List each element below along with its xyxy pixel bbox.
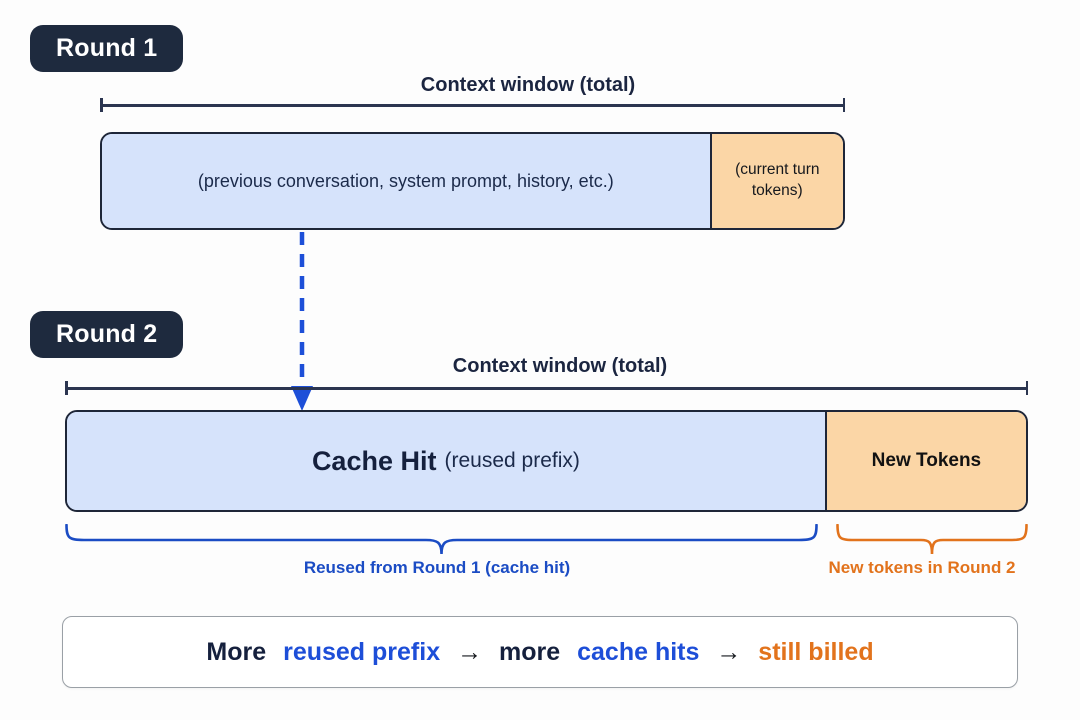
dashed-arrow-icon <box>291 232 313 411</box>
brace-blue-label: Reused from Round 1 (cache hit) <box>303 558 571 577</box>
segment-new-tokens: New Tokens <box>824 412 1026 510</box>
measure-rule <box>65 387 1028 390</box>
context-bar-round2: Cache Hit (reused prefix) New Tokens <box>65 410 1028 512</box>
context-window-label-round2: Context window (total) <box>452 355 668 377</box>
measure-line-round2 <box>65 381 1028 395</box>
summary-still-billed: still billed <box>758 637 874 666</box>
round1-badge: Round 1 <box>30 25 184 72</box>
measure-line-round1 <box>100 98 845 112</box>
cache-hit-subtitle: (reused prefix) <box>444 449 580 472</box>
context-window-label-round1: Context window (total) <box>420 74 636 96</box>
summary-reused-prefix: reused prefix <box>283 637 441 666</box>
brace-orange-label: New tokens in Round 2 <box>828 558 1016 577</box>
right-arrow-icon: → <box>716 637 742 666</box>
summary-text: More reused prefix → more cache hits → s… <box>206 638 873 667</box>
segment-cache-hit: Cache Hit (reused prefix) <box>67 412 825 510</box>
measure-tick-right <box>842 98 845 112</box>
round2-badge: Round 2 <box>30 311 184 358</box>
summary-word-more2: more <box>499 637 561 666</box>
right-arrow-icon: → <box>457 637 483 666</box>
brace-new-tokens-icon <box>836 524 1028 555</box>
summary-cache-hits: cache hits <box>577 637 700 666</box>
context-bar-round1: (previous conversation, system prompt, h… <box>100 132 845 230</box>
summary-box: More reused prefix → more cache hits → s… <box>62 616 1018 688</box>
cache-hit-title: Cache Hit <box>311 445 437 476</box>
summary-word-more: More <box>206 637 267 666</box>
measure-rule <box>100 104 845 107</box>
segment-current-turn-tokens: (current turn tokens) <box>709 134 843 228</box>
segment-previous-conversation: (previous conversation, system prompt, h… <box>102 134 710 228</box>
measure-tick-right <box>1025 381 1028 395</box>
brace-reused-prefix-icon <box>65 524 818 555</box>
